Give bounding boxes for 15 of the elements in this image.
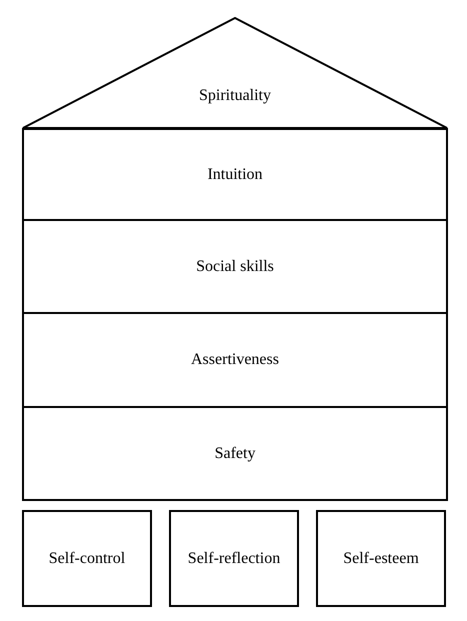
layer-box xyxy=(22,510,152,607)
layer-box xyxy=(22,406,448,501)
layer-label: Spirituality xyxy=(199,87,271,105)
layer-label: Social skills xyxy=(196,258,274,276)
layer-box xyxy=(22,128,448,221)
layer-box xyxy=(316,510,446,607)
layer-label: Self-control xyxy=(48,550,126,568)
layer-box xyxy=(22,219,448,314)
layer-box xyxy=(169,510,299,607)
layer-label: Self-esteem xyxy=(343,550,419,568)
layer-box xyxy=(22,312,448,408)
layer-label: Self-reflection xyxy=(188,550,280,568)
layer-label: Safety xyxy=(214,444,256,462)
layer-label: Assertiveness xyxy=(191,351,279,369)
layer-label: Intuition xyxy=(207,166,263,184)
